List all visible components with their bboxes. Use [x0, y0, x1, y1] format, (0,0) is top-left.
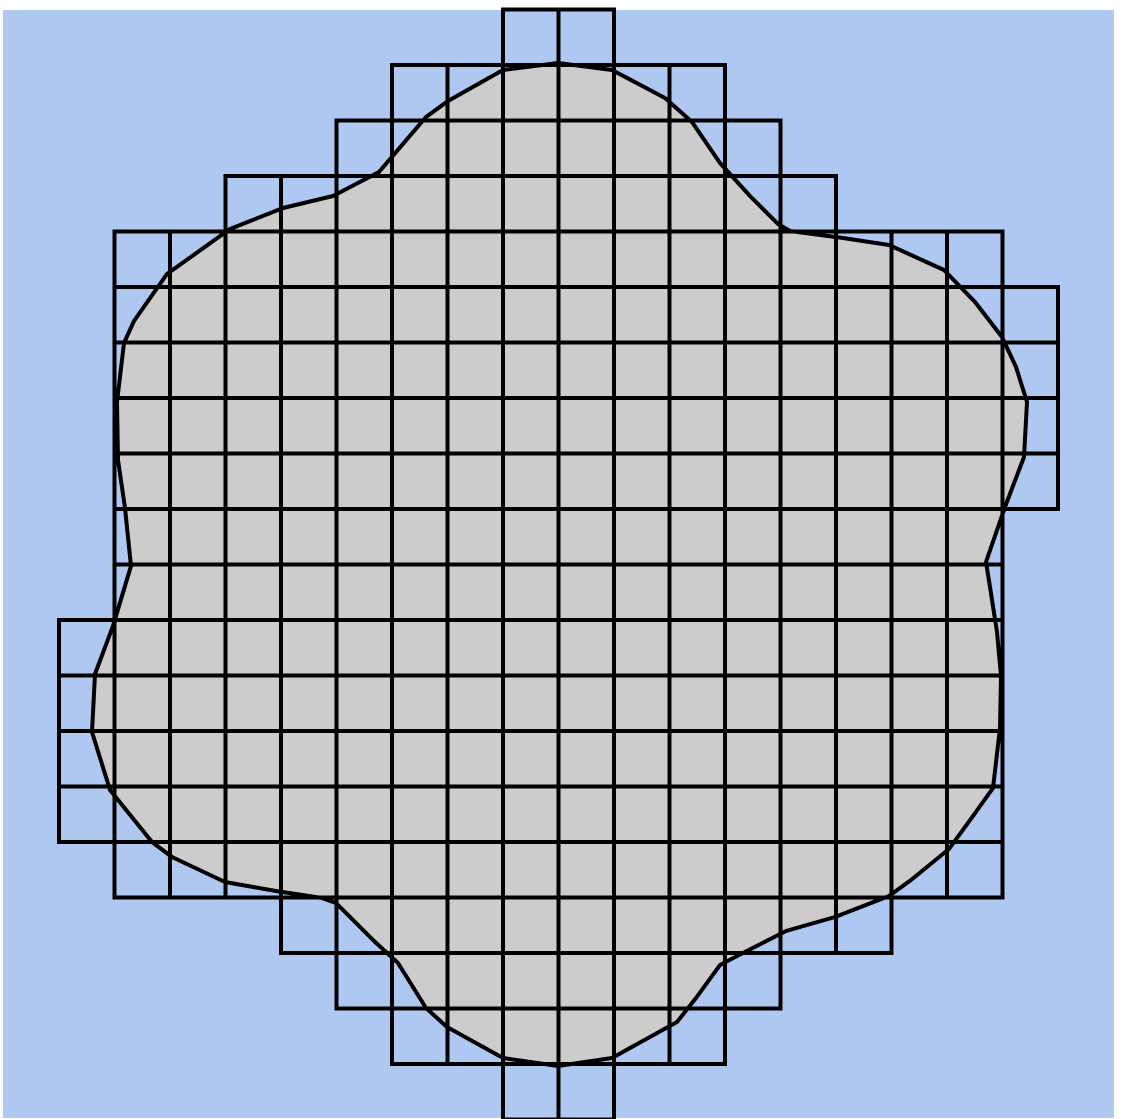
grid-cell	[1000, 451, 1060, 511]
grid-cell	[834, 895, 894, 955]
region-outline	[90, 61, 1029, 1068]
grid-cell	[556, 1062, 616, 1119]
grid-cell	[945, 840, 1005, 900]
grid-cell	[723, 951, 783, 1011]
grid-cells	[57, 7, 1060, 1119]
grid-cell	[667, 1006, 727, 1066]
